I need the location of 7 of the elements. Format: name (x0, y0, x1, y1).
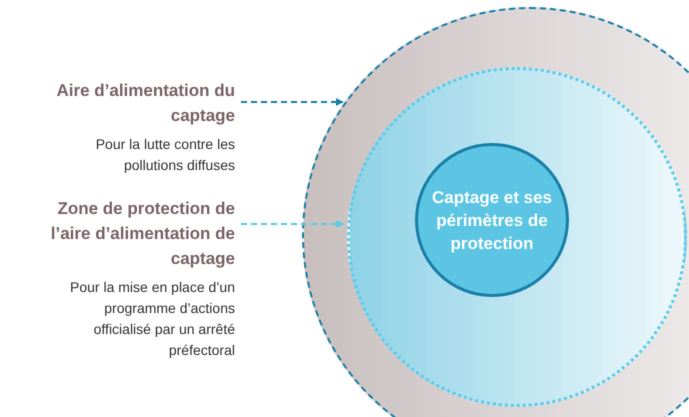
circle-label: Captage et ses périmètres de protection (431, 186, 553, 254)
zone-description: Pour la mise en place d’un programme d’actions officialisé par un arrêté préfectoral (69, 278, 235, 360)
zone-heading: Aire d’alimentation du captage (55, 80, 235, 127)
zone-description: Pour la lutte contre les pollutions diffuses (94, 135, 235, 175)
dashed-arrow (241, 98, 344, 106)
dashed-arrow (241, 220, 344, 228)
zone-heading: Zone de protection de l’aire d’alimentation de captage (50, 198, 235, 270)
